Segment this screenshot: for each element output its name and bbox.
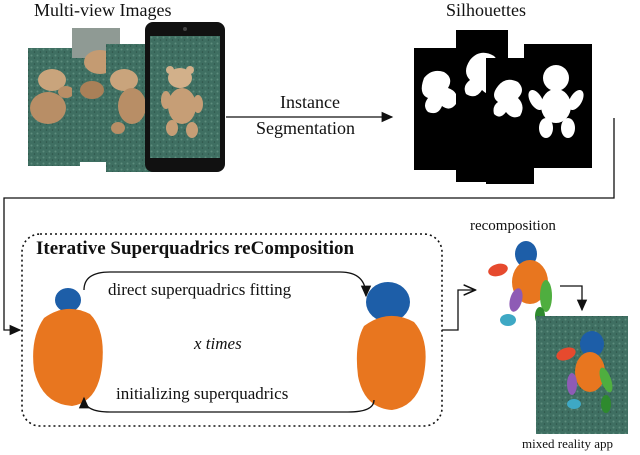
right-superquadric-shape <box>356 282 426 410</box>
mixed-reality-photo <box>536 316 628 434</box>
mixed-reality-label: mixed reality app <box>522 436 613 451</box>
smartphone <box>145 22 225 172</box>
recomposition-figure <box>488 241 552 326</box>
photo-1 <box>28 48 80 166</box>
loop-to-recomposition-arrow <box>442 290 474 331</box>
bottom-arrow-label: initializing superquadrics <box>116 384 289 403</box>
iteration-count-label: x times <box>194 334 242 353</box>
recomposition-label: recomposition <box>470 218 556 234</box>
segmentation-label-line2: Segmentation <box>256 118 355 138</box>
multiview-images-title: Multi-view Images <box>34 0 172 20</box>
silhouette-4 <box>524 44 592 168</box>
left-superquadric-shape <box>33 288 103 406</box>
loop-title: Iterative Superquadrics reComposition <box>36 238 355 259</box>
top-arrow-label: direct superquadrics fitting <box>108 280 292 299</box>
recomposition-to-mr-arrow <box>560 285 588 312</box>
bottom-loop-arrow <box>78 396 375 413</box>
silhouettes-to-loop-connector <box>3 118 615 336</box>
silhouettes <box>414 30 592 184</box>
silhouettes-title: Silhouettes <box>446 0 526 20</box>
multiview-images <box>28 22 225 172</box>
segmentation-label-line1: Instance <box>280 92 340 112</box>
top-loop-arrow <box>83 271 372 298</box>
